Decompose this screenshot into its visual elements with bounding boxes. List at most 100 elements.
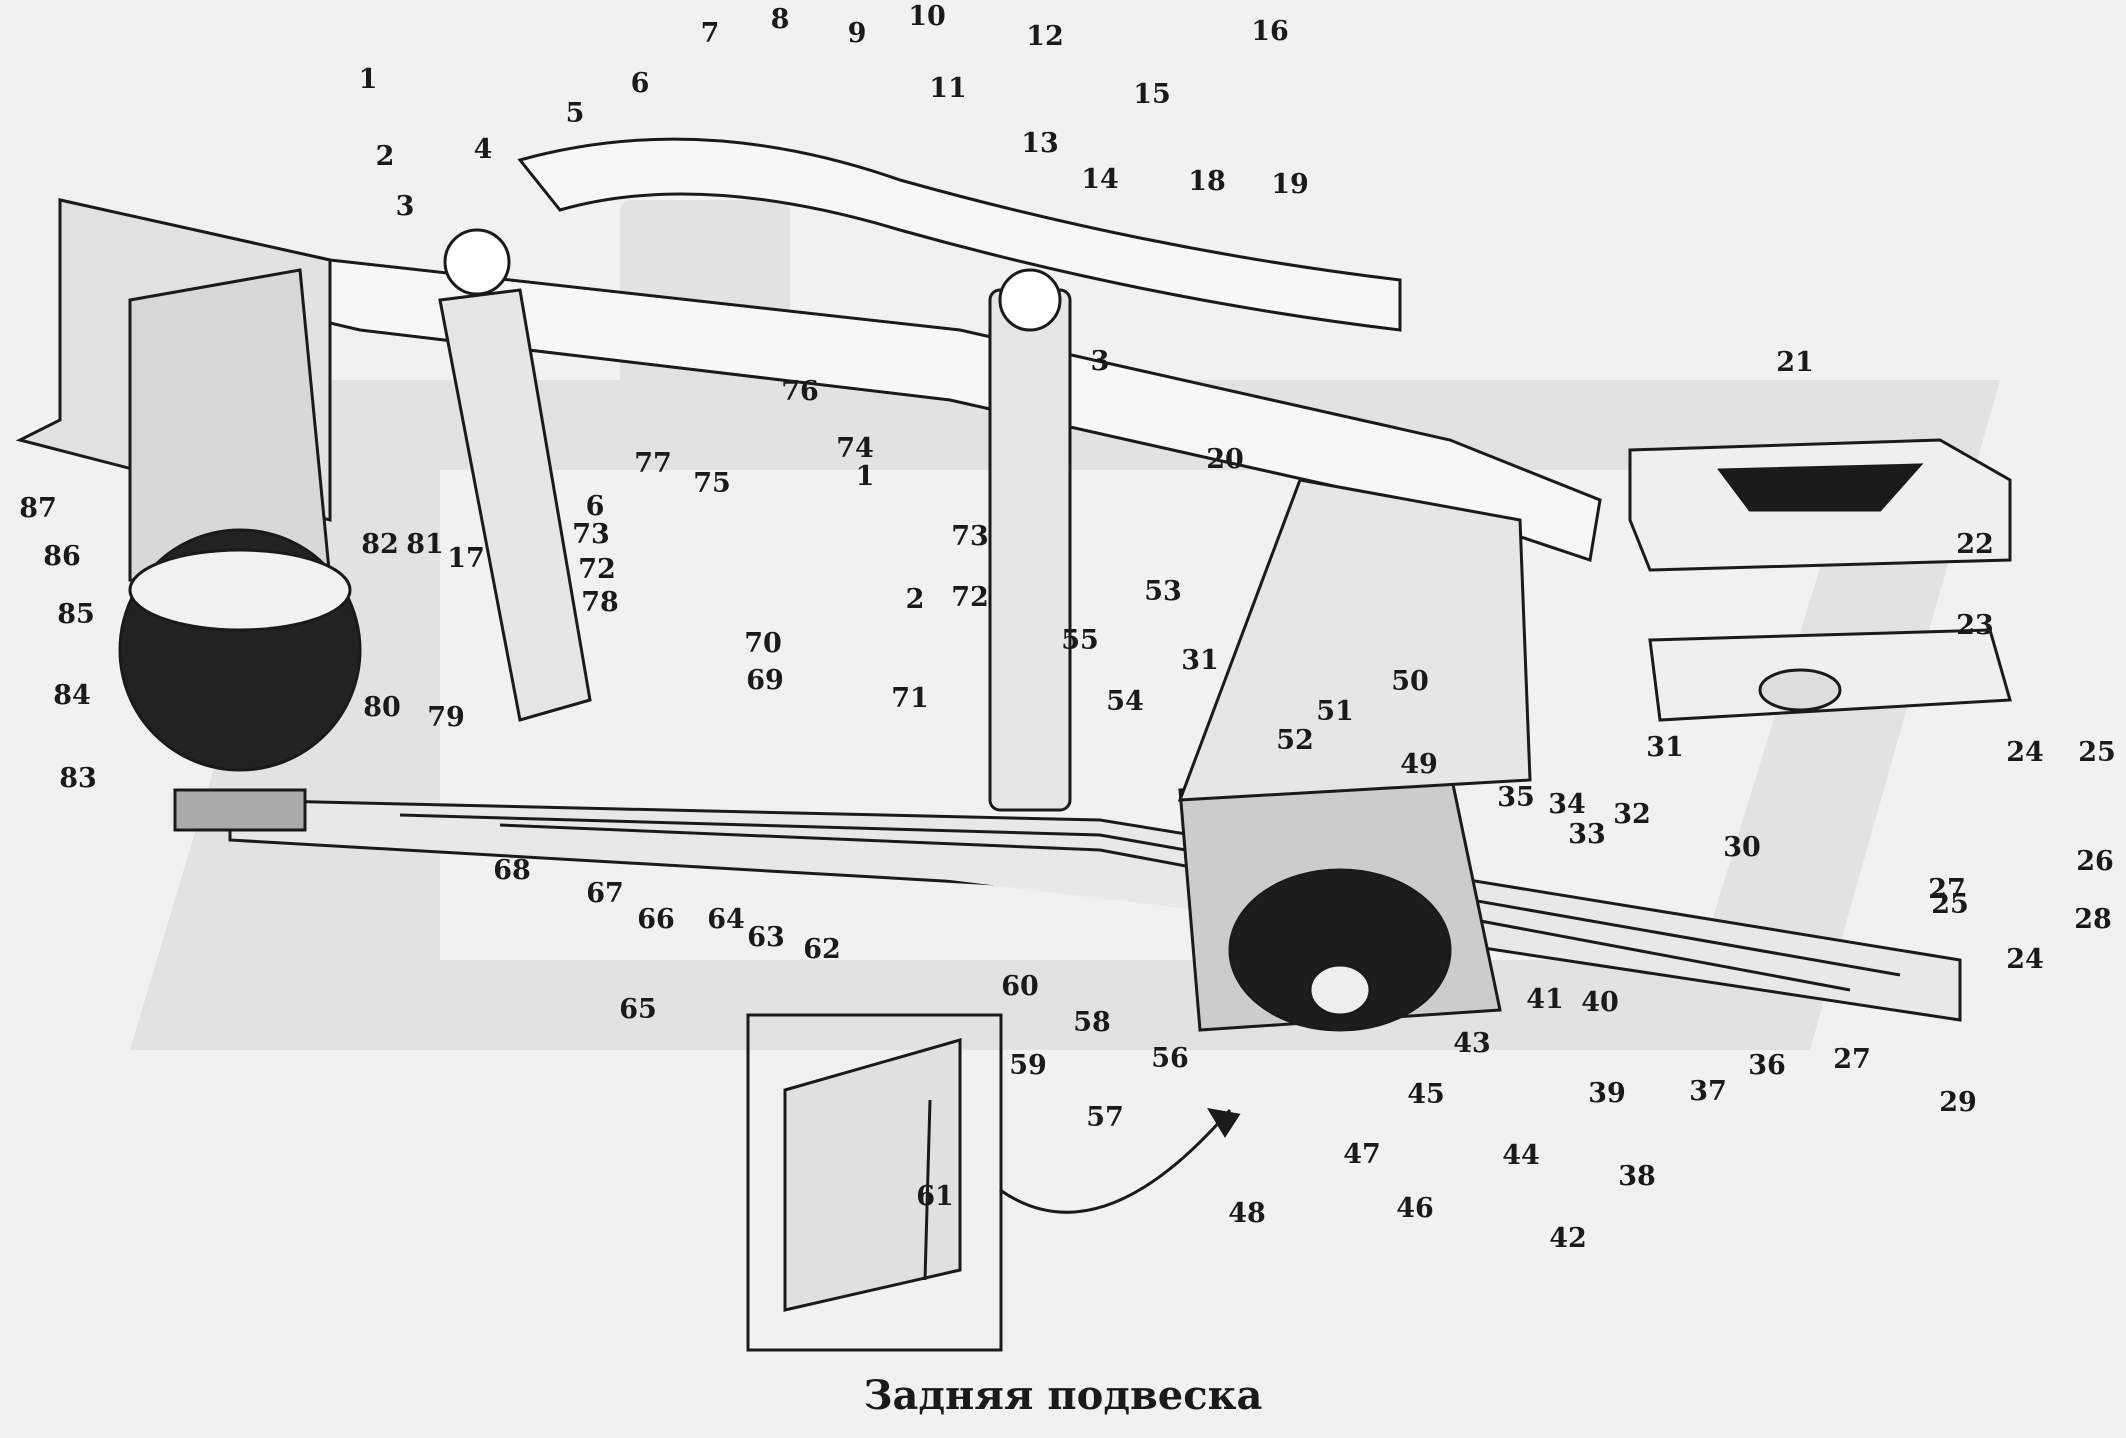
part-label-24: 24 (2006, 944, 2044, 975)
part-label-36: 36 (1748, 1050, 1786, 1081)
part-label-72: 72 (951, 582, 989, 613)
part-label-73: 73 (572, 519, 610, 550)
part-label-31: 31 (1646, 732, 1684, 763)
part-label-12: 12 (1026, 21, 1064, 52)
part-label-72: 72 (578, 554, 616, 585)
part-label-31: 31 (1181, 645, 1219, 676)
part-label-66: 66 (637, 904, 675, 935)
part-label-13: 13 (1021, 128, 1059, 159)
part-label-50: 50 (1391, 666, 1429, 697)
part-label-59: 59 (1009, 1050, 1047, 1081)
part-label-62: 62 (803, 934, 841, 965)
part-label-68: 68 (493, 855, 531, 886)
part-label-14: 14 (1081, 164, 1119, 195)
part-label-67: 67 (586, 878, 624, 909)
diagram-caption: Задняя подвеска (863, 1372, 1263, 1419)
part-label-5: 5 (566, 98, 585, 129)
part-label-18: 18 (1188, 166, 1226, 197)
part-label-16: 16 (1251, 16, 1289, 47)
part-label-23: 23 (1956, 610, 1994, 641)
part-label-15: 15 (1133, 79, 1171, 110)
part-label-60: 60 (1001, 971, 1039, 1002)
part-label-38: 38 (1618, 1161, 1656, 1192)
part-label-55: 55 (1061, 625, 1099, 656)
differential-housing (1177, 478, 1532, 1032)
part-label-29: 29 (1939, 1087, 1977, 1118)
part-label-6: 6 (586, 491, 605, 522)
part-label-20: 20 (1206, 444, 1244, 475)
part-label-10: 10 (908, 1, 946, 32)
part-label-9: 9 (848, 18, 867, 49)
part-label-42: 42 (1549, 1223, 1587, 1254)
part-label-61: 61 (916, 1181, 954, 1212)
part-label-75: 75 (693, 468, 731, 499)
part-label-83: 83 (59, 763, 97, 794)
part-label-39: 39 (1588, 1078, 1626, 1109)
part-label-24: 24 (2006, 737, 2044, 768)
part-label-87: 87 (19, 493, 57, 524)
part-label-82: 82 (361, 529, 399, 560)
part-label-3: 3 (396, 191, 415, 222)
part-label-7: 7 (701, 18, 720, 49)
part-label-41: 41 (1526, 984, 1564, 1015)
part-label-27: 27 (1833, 1044, 1871, 1075)
part-label-28: 28 (2074, 904, 2112, 935)
part-label-63: 63 (747, 922, 785, 953)
part-label-37: 37 (1689, 1076, 1727, 1107)
part-label-56: 56 (1151, 1043, 1189, 1074)
part-label-52: 52 (1276, 725, 1314, 756)
part-label-48: 48 (1228, 1198, 1266, 1229)
leaf-spring (228, 798, 1962, 1022)
part-label-86: 86 (43, 541, 81, 572)
part-label-85: 85 (57, 599, 95, 630)
part-label-25: 25 (1931, 889, 1969, 920)
part-label-70: 70 (744, 628, 782, 659)
part-label-27: 27 (1928, 874, 1966, 905)
part-label-6: 6 (631, 68, 650, 99)
part-label-3: 3 (1091, 346, 1110, 377)
part-label-45: 45 (1407, 1079, 1445, 1110)
part-label-71: 71 (891, 683, 929, 714)
part-label-11: 11 (929, 73, 967, 104)
part-label-49: 49 (1400, 749, 1438, 780)
part-label-57: 57 (1086, 1102, 1124, 1133)
part-label-84: 84 (53, 680, 91, 711)
part-label-80: 80 (363, 692, 401, 723)
part-label-78: 78 (581, 587, 619, 618)
part-label-33: 33 (1568, 819, 1606, 850)
part-label-22: 22 (1956, 529, 1994, 560)
part-label-1: 1 (359, 64, 378, 95)
part-label-69: 69 (746, 665, 784, 696)
part-label-53: 53 (1144, 576, 1182, 607)
part-label-76: 76 (781, 376, 819, 407)
inset-detail-box (746, 1013, 1241, 1352)
part-label-74: 74 (836, 433, 874, 464)
part-label-26: 26 (2076, 846, 2114, 877)
spring-seat-bracket (1628, 438, 2012, 722)
part-label-46: 46 (1396, 1193, 1434, 1224)
part-label-44: 44 (1502, 1140, 1540, 1171)
part-label-51: 51 (1316, 696, 1354, 727)
air-spring (118, 268, 362, 832)
part-label-35: 35 (1497, 782, 1535, 813)
part-label-21: 21 (1776, 347, 1814, 378)
part-label-4: 4 (474, 134, 493, 165)
part-label-58: 58 (1073, 1007, 1111, 1038)
part-label-40: 40 (1581, 987, 1619, 1018)
part-label-73: 73 (951, 521, 989, 552)
part-label-8: 8 (771, 4, 790, 35)
part-label-54: 54 (1106, 686, 1144, 717)
part-label-79: 79 (427, 702, 465, 733)
part-label-1: 1 (856, 461, 875, 492)
part-label-65: 65 (619, 994, 657, 1025)
part-label-77: 77 (634, 448, 672, 479)
part-label-81: 81 (406, 529, 444, 560)
part-label-2: 2 (376, 141, 395, 172)
part-label-43: 43 (1453, 1028, 1491, 1059)
part-label-17: 17 (447, 543, 485, 574)
part-label-19: 19 (1271, 169, 1309, 200)
part-label-34: 34 (1548, 789, 1586, 820)
part-label-25: 25 (2078, 737, 2116, 768)
